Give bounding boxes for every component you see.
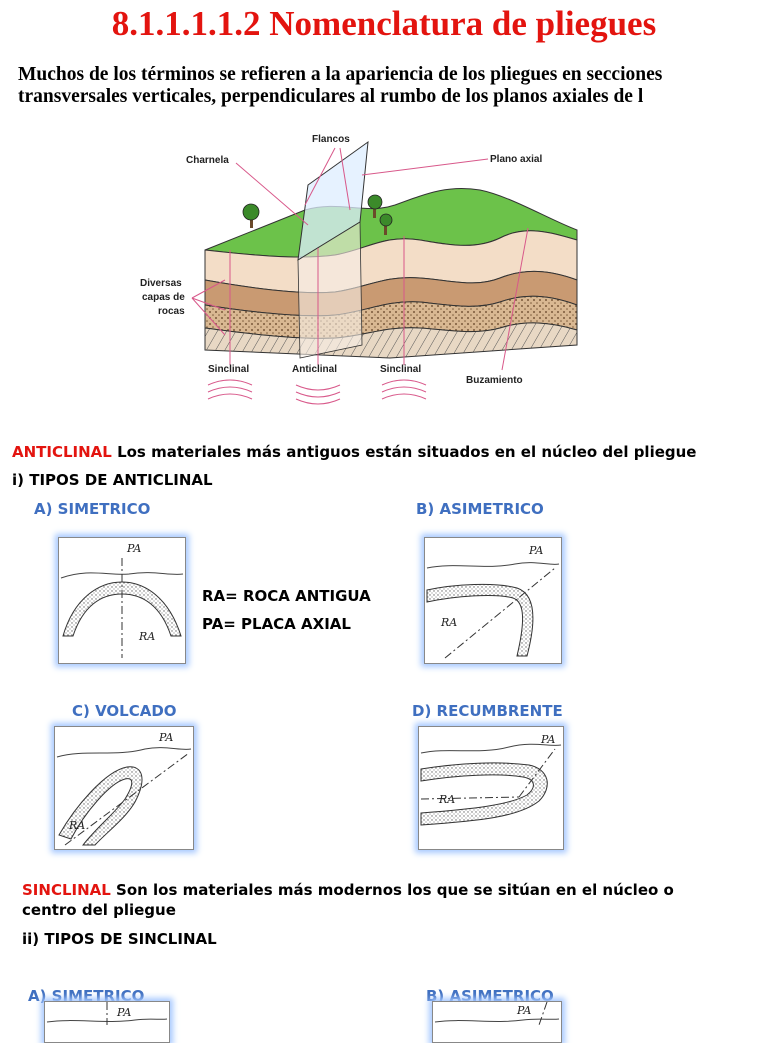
anticlinal-type-d-heading: D) RECUMBRENTE (412, 702, 563, 720)
label-charnela: Charnela (186, 155, 229, 166)
label-anticlinal: Anticlinal (292, 364, 337, 375)
ra-label: RA (68, 819, 85, 832)
anticlinal-text: Los materiales más antiguos están situad… (112, 443, 697, 461)
label-sinclinal-right: Sinclinal (380, 364, 421, 375)
pa-label: PA (126, 542, 141, 555)
page-title: 8.1.1.1.1.2 Nomenclatura de pliegues (0, 4, 768, 44)
label-buzamiento: Buzamiento (466, 375, 523, 386)
anticlinal-volcado-diagram: PA RA (54, 726, 194, 850)
anticlinal-simetrico-diagram: PA RA (58, 537, 186, 664)
anticlinal-term: ANTICLINAL (12, 443, 112, 461)
label-capas-1: Diversas (140, 278, 182, 289)
label-capas-2: capas de (142, 292, 185, 303)
anticlinal-recumbente-diagram: PA RA (418, 726, 564, 850)
label-flancos: Flancos (312, 134, 350, 145)
anticlinal-asimetrico-diagram: PA RA (424, 537, 562, 664)
label-plano-axial: Plano axial (490, 154, 542, 165)
pa-label: PA (540, 733, 555, 746)
sinclinal-types-heading: ii) TIPOS DE SINCLINAL (22, 930, 217, 948)
label-capas-3: rocas (158, 306, 185, 317)
ra-label: RA (440, 616, 457, 629)
intro-paragraph: Muchos de los términos se refieren a la … (18, 64, 758, 108)
pa-label: PA (158, 731, 173, 744)
sinclinal-text: Son los materiales más modernos los que … (22, 881, 674, 919)
ra-label: RA (138, 630, 155, 643)
pa-label: PA (516, 1004, 531, 1017)
anticlinal-types-heading: i) TIPOS DE ANTICLINAL (12, 471, 213, 489)
sinclinal-definition: SINCLINAL Son los materiales más moderno… (22, 880, 732, 920)
sinclinal-simetrico-diagram: PA (44, 1001, 170, 1043)
ra-label: RA (438, 793, 455, 806)
anticlinal-type-b-heading: B) ASIMETRICO (416, 500, 544, 518)
fold-block-diagram: Flancos Charnela Plano axial Diversas ca… (130, 130, 580, 410)
label-sinclinal-left: Sinclinal (208, 364, 249, 375)
anticlinal-type-a-heading: A) SIMETRICO (34, 500, 150, 518)
sinclinal-term: SINCLINAL (22, 881, 111, 899)
legend-pa: PA= PLACA AXIAL (202, 615, 351, 633)
anticlinal-type-c-heading: C) VOLCADO (72, 702, 177, 720)
legend-ra: RA= ROCA ANTIGUA (202, 587, 371, 605)
pa-label: PA (528, 544, 543, 557)
pa-label: PA (116, 1006, 131, 1019)
anticlinal-definition: ANTICLINAL Los materiales más antiguos e… (12, 443, 762, 461)
sinclinal-asimetrico-diagram: PA (432, 1001, 562, 1043)
